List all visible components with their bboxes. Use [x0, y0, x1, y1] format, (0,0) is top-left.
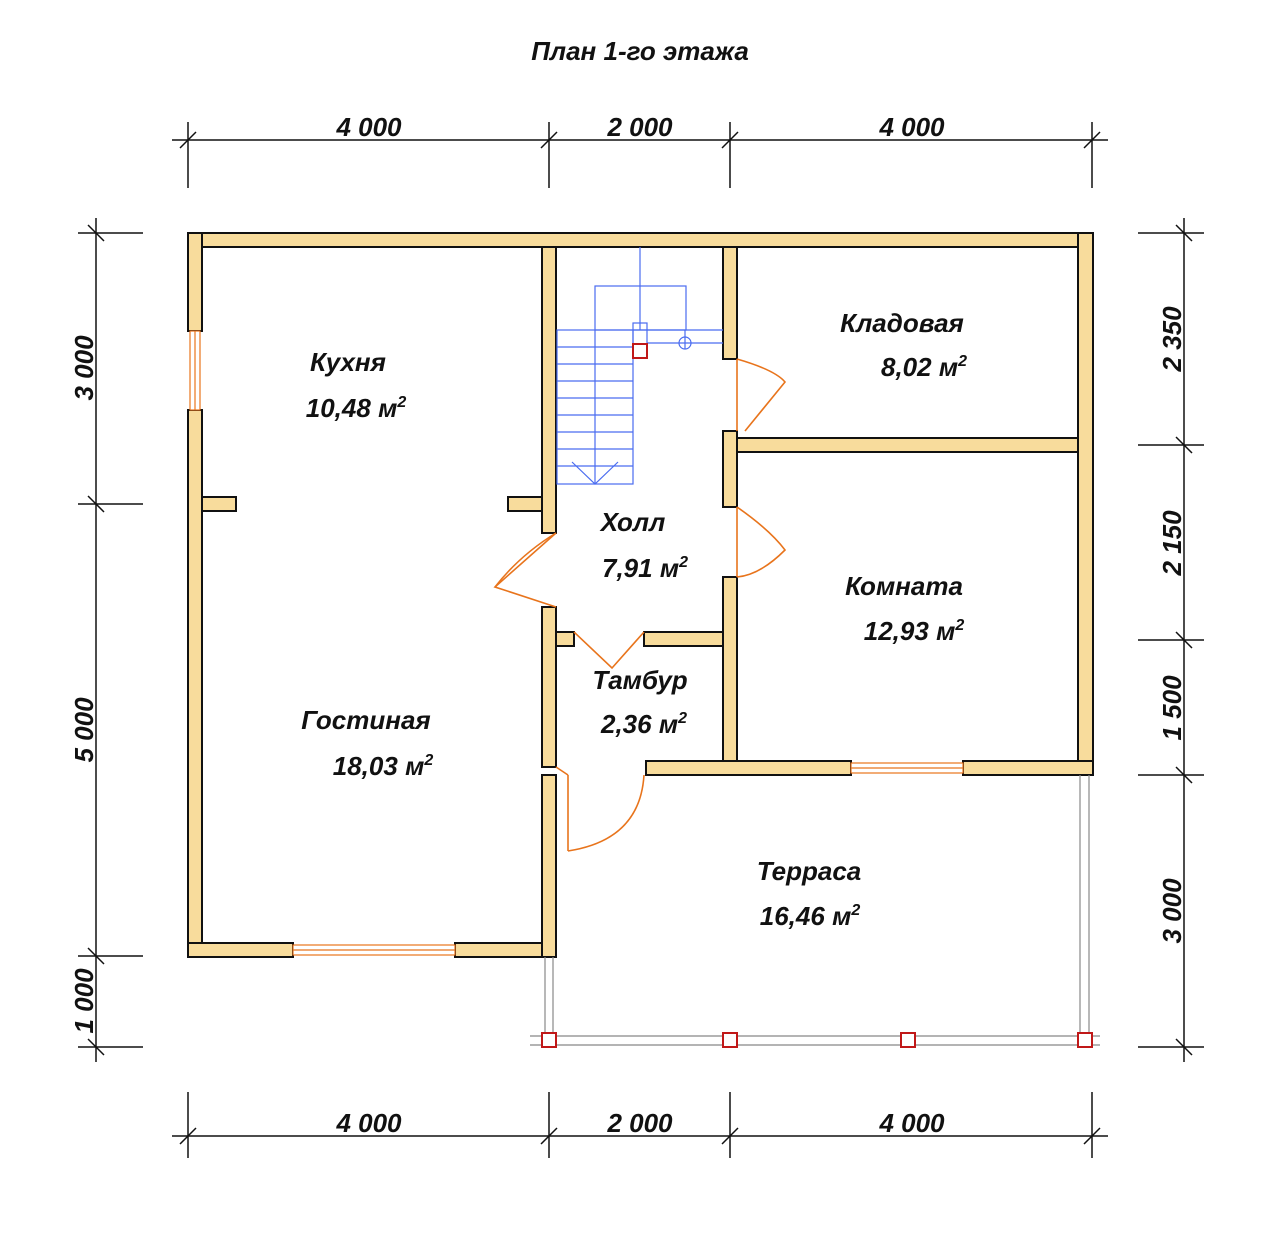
terrace-post-2 [722, 1032, 738, 1048]
room-storage: Кладовая 8,02 м2 [840, 308, 967, 382]
room-area: 7,91 [602, 553, 653, 583]
dim-top-1: 4 000 [335, 112, 402, 142]
dim-left-3: 1 000 [69, 968, 99, 1034]
room-area: 10,48 [306, 393, 372, 423]
area-unit: м [832, 901, 851, 931]
top-dimension-line: 4 000 2 000 4 000 [172, 112, 1108, 188]
terrace [530, 775, 1100, 1048]
room-area: 2,36 [600, 709, 652, 739]
dim-top-3: 4 000 [878, 112, 945, 142]
room-name: Гостиная [301, 705, 430, 735]
area-unit: м [660, 553, 679, 583]
svg-text:2,36 м2: 2,36 м2 [600, 709, 687, 739]
staircase [556, 247, 723, 485]
vestibule-door [573, 631, 645, 670]
area-unit: м [936, 616, 955, 646]
hall-post [632, 343, 648, 359]
room-area: 16,46 [760, 901, 826, 931]
svg-text:18,03 м2: 18,03 м2 [333, 751, 434, 781]
room-vestibule: Тамбур 2,36 м2 [592, 665, 687, 739]
room-bedroom: Комната 12,93 м2 [845, 571, 964, 646]
area-unit-exp: 2 [396, 394, 406, 411]
room-name: Тамбур [592, 665, 687, 695]
doors [493, 358, 787, 852]
room-name: Кладовая [840, 308, 964, 338]
area-unit-exp: 2 [677, 710, 687, 727]
room-hall: Холл 7,91 м2 [599, 507, 688, 583]
svg-text:12,93 м2: 12,93 м2 [864, 616, 965, 646]
dim-top-2: 2 000 [606, 112, 673, 142]
dim-bottom-2: 2 000 [606, 1108, 673, 1138]
area-unit-exp: 2 [954, 617, 964, 634]
dim-left-1: 3 000 [69, 335, 99, 401]
windows [189, 330, 964, 956]
right-dimension-line: 2 350 2 150 1 500 3 000 [1138, 218, 1204, 1062]
plan-title: План 1-го этажа [531, 36, 749, 66]
svg-text:10,48 м2: 10,48 м2 [306, 393, 407, 423]
room-area: 12,93 [864, 616, 930, 646]
dim-right-2: 2 150 [1157, 510, 1187, 577]
bottom-dimension-line: 4 000 2 000 4 000 [172, 1092, 1108, 1158]
dim-right-1: 2 350 [1157, 306, 1187, 373]
room-name: Кухня [310, 347, 386, 377]
room-living: Гостиная 18,03 м2 [301, 705, 433, 781]
area-unit-exp: 2 [423, 752, 433, 769]
area-unit-exp: 2 [957, 353, 967, 370]
room-terrace: Терраса 16,46 м2 [757, 856, 862, 931]
area-unit-exp: 2 [678, 554, 688, 571]
area-unit: м [939, 352, 958, 382]
dim-left-2: 5 000 [69, 697, 99, 763]
area-unit: м [378, 393, 397, 423]
dim-bottom-1: 4 000 [335, 1108, 402, 1138]
left-dimension-line: 3 000 5 000 1 000 [69, 218, 143, 1062]
room-kitchen: Кухня 10,48 м2 [306, 347, 407, 423]
room-name: Терраса [757, 856, 862, 886]
svg-text:7,91 м2: 7,91 м2 [602, 553, 688, 583]
area-unit: м [659, 709, 678, 739]
dim-bottom-3: 4 000 [878, 1108, 945, 1138]
area-unit-exp: 2 [850, 902, 860, 919]
dim-right-4: 3 000 [1157, 878, 1187, 944]
area-unit: м [405, 751, 424, 781]
terrace-post-3 [900, 1032, 916, 1048]
living-door [493, 532, 557, 608]
terrace-post-4 [1077, 1032, 1093, 1048]
svg-text:16,46 м2: 16,46 м2 [760, 901, 861, 931]
dim-right-3: 1 500 [1157, 675, 1187, 741]
room-area: 18,03 [333, 751, 399, 781]
terrace-post-1 [541, 1032, 557, 1048]
room-name: Комната [845, 571, 963, 601]
svg-text:8,02 м2: 8,02 м2 [881, 352, 967, 382]
room-name: Холл [599, 507, 666, 537]
room-area: 8,02 [881, 352, 932, 382]
